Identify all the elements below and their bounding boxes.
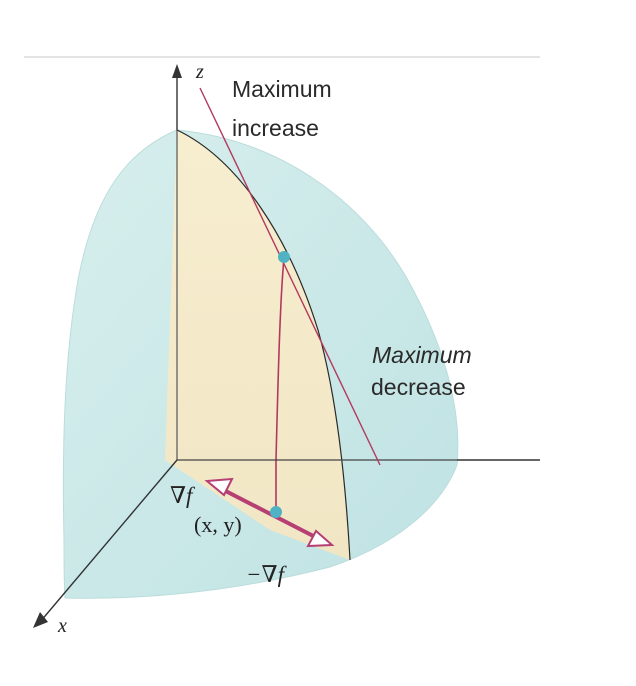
x-axis: [39, 459, 178, 623]
max-decrease-label-line2: decrease: [371, 374, 466, 400]
tangent-line: [199, 87, 381, 466]
x-axis-arrowhead: [33, 612, 48, 628]
vertical-curve: [275, 257, 285, 512]
base-point: [270, 506, 282, 518]
neg-gradient-label: −∇f: [246, 562, 288, 587]
gradient-arrowhead: [204, 477, 234, 497]
gradient-direction-line: [211, 482, 326, 544]
x-axis-label: x: [57, 615, 67, 637]
gradient-label: ∇f: [170, 483, 196, 508]
slice-edge-curve: [176, 129, 351, 561]
max-increase-label-line2: increase: [232, 115, 319, 141]
surface-point: [278, 251, 290, 263]
vertical-slice: [165, 130, 350, 560]
max-increase-label-line1: Maximum: [232, 76, 332, 102]
z-axis-label: z: [195, 61, 204, 83]
max-decrease-label-line1: Maximum: [372, 342, 472, 368]
neg-gradient-arrowhead: [306, 529, 335, 548]
point-label: (x, y): [194, 512, 242, 537]
z-axis-arrowhead: [172, 64, 182, 78]
